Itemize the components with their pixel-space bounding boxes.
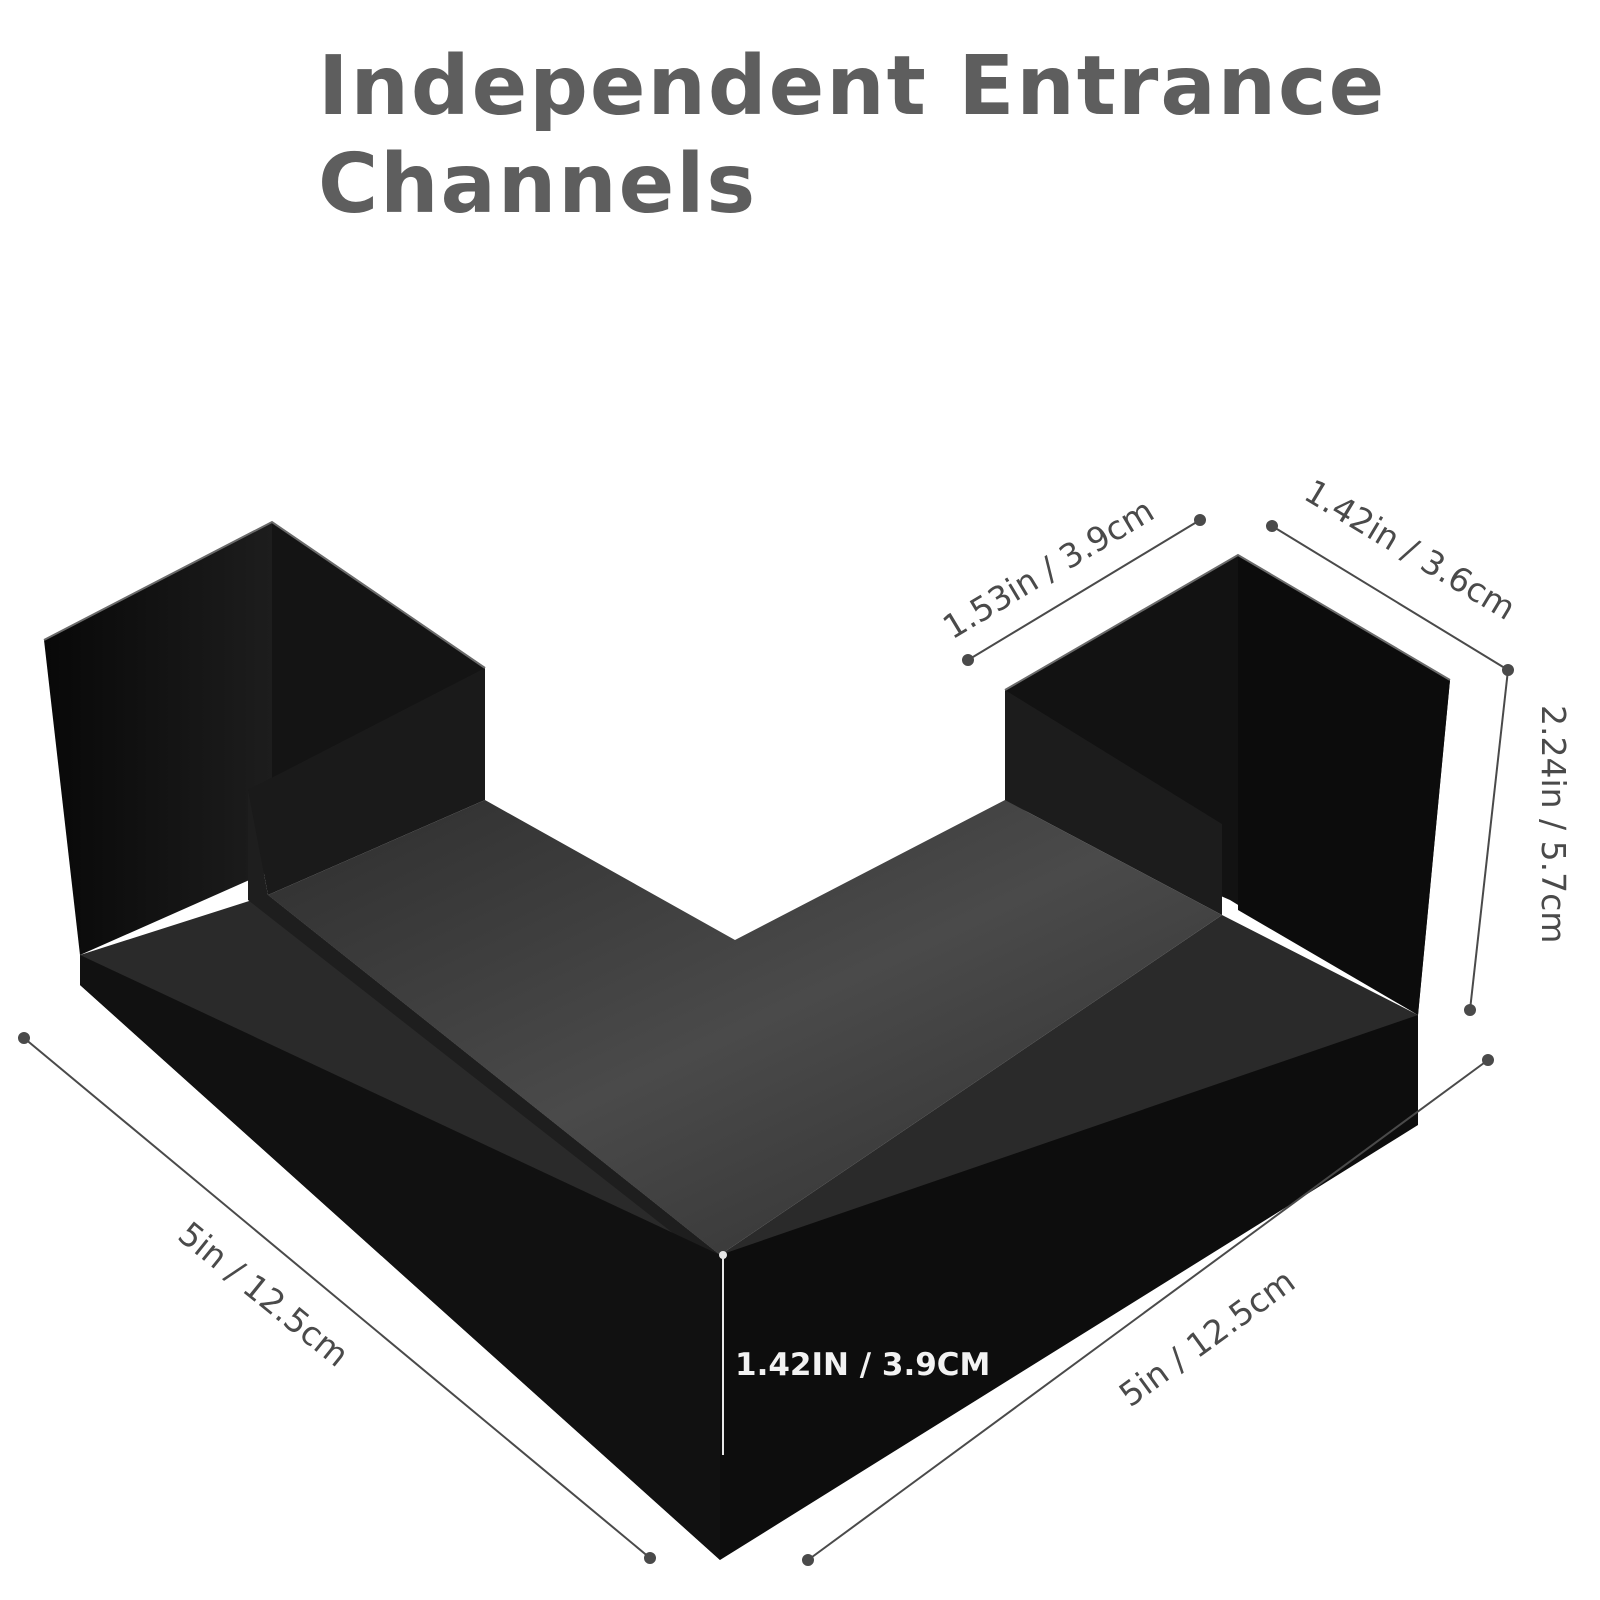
front-edge-top-dot xyxy=(719,1251,727,1259)
dim-dot xyxy=(1194,514,1206,526)
dim-dot xyxy=(802,1554,814,1566)
front-right-face xyxy=(720,1015,1418,1560)
dim-dot xyxy=(1266,520,1278,532)
dim-line-front-left xyxy=(23,1037,651,1559)
dim-line-height xyxy=(1469,669,1509,1011)
page-title: Independent Entrance Channels xyxy=(318,38,1386,234)
title-line-2: Channels xyxy=(318,137,758,232)
inner-left-lip xyxy=(248,790,720,1270)
dim-label-front-edge-height: 1.42IN / 3.9CM xyxy=(735,1347,990,1383)
dim-label-back-right: 1.42in / 3.6cm xyxy=(1298,471,1522,627)
right-side-wall xyxy=(1238,555,1450,1015)
inner-floor xyxy=(268,800,1222,1255)
dim-line-back-right xyxy=(1271,525,1509,671)
front-left-face-main xyxy=(80,955,720,1560)
dim-line-back-left xyxy=(967,519,1201,661)
dim-dot xyxy=(1464,1004,1476,1016)
left-top-edge xyxy=(43,520,486,669)
dim-label-height: 2.24in / 5.7cm xyxy=(1534,705,1573,943)
dim-dot xyxy=(962,654,974,666)
left-divider-wall xyxy=(248,668,485,895)
dim-dot xyxy=(18,1032,30,1044)
right-divider-wall xyxy=(1005,690,1222,915)
left-back-wall xyxy=(44,522,272,955)
title-line-1: Independent Entrance xyxy=(318,39,1387,134)
dim-line-front-right xyxy=(807,1059,1489,1561)
dim-dot xyxy=(644,1552,656,1564)
dim-dot xyxy=(1482,1054,1494,1066)
right-top-edge xyxy=(1004,553,1451,691)
